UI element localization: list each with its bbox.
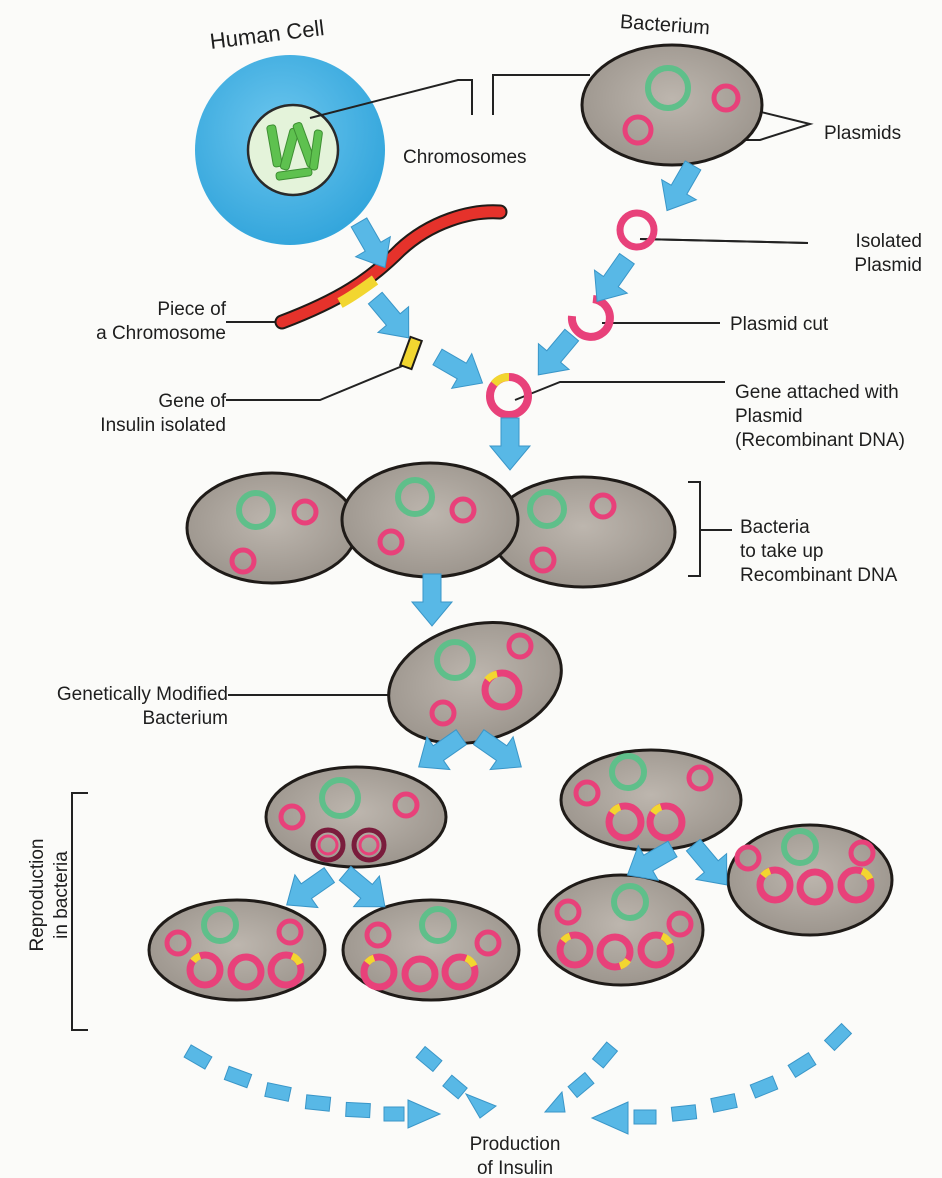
reproduction-label: Reproduction in bacteria [26,795,74,995]
chromosomes-label: Chromosomes [403,146,527,170]
isolated-plasmid [620,213,654,247]
gm-bacterium [375,604,575,762]
dashed-arrows [184,1024,851,1134]
bacterium-gen2-right [561,750,741,850]
piece-of-chromosome-label: Piece of a Chromosome [30,298,226,346]
gene-of-insulin-label: Gene of Insulin isolated [20,390,226,438]
bacterium-gen2-left [266,767,446,867]
bacteria-row [187,463,675,587]
cut-plasmid [572,299,610,337]
bacterium-gen3-2 [343,900,519,1000]
isolated-plasmid-label: Isolated Plasmid [812,230,922,278]
production-of-insulin-label: Production of Insulin [440,1133,590,1178]
insulin-gene [400,337,422,369]
human-cell [195,55,385,245]
bacteria-take-up-label: Bacteria to take up Recombinant DNA [740,516,897,588]
recombinant-dna-label: Gene attached with Plasmid (Recombinant … [735,381,905,453]
bacterium-top [582,45,762,165]
bacterium-gen3-3 [539,875,703,985]
bacterium-gen3-1 [149,900,325,1000]
gm-bacterium-label: Genetically Modified Bacterium [10,683,228,731]
recombinant-plasmid [490,377,528,415]
bacterium-gen3-4 [728,825,892,935]
plasmid-cut-label: Plasmid cut [730,313,828,337]
plasmids-label: Plasmids [824,122,901,146]
